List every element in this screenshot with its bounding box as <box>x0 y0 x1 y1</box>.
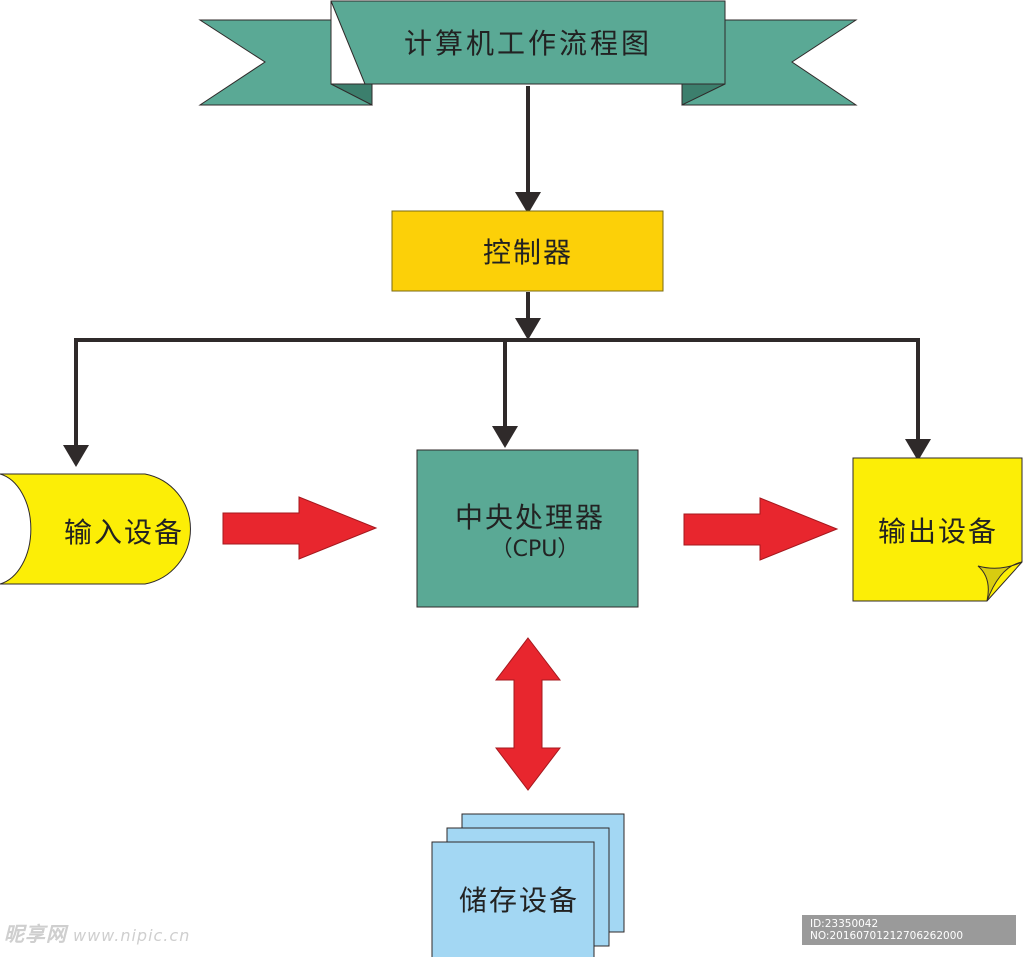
cpu-box <box>416 449 639 608</box>
storage-label: 储存设备 <box>459 884 579 917</box>
watermark-left: 昵享网 www.nipic.cn <box>4 918 190 947</box>
storage-node: 储存设备 <box>431 813 625 957</box>
output-page-curl <box>977 561 1023 602</box>
input-label: 输入设备 <box>64 516 184 549</box>
storage-page-front <box>431 841 595 957</box>
arrowhead-controller <box>515 192 541 214</box>
cpu-sublabel: （CPU） <box>491 537 580 562</box>
ribbon-curl <box>330 0 366 85</box>
branch-bus-line <box>74 338 920 447</box>
output-shape <box>852 457 1023 602</box>
watermark-site: www.nipic.cn <box>73 926 191 945</box>
input-node: 输入设备 <box>0 473 191 585</box>
cpu-label: 中央处理器 <box>455 501 605 534</box>
ribbon-center <box>330 0 726 85</box>
arrowhead-input <box>63 445 89 467</box>
cpu-node: 中央处理器 （CPU） <box>416 449 639 608</box>
arrowhead-output <box>905 439 931 461</box>
input-to-cpu-arrow <box>222 496 378 560</box>
title-ribbon: 计算机工作流程图 <box>198 0 858 106</box>
cpu-to-output-arrow <box>683 497 839 561</box>
connector-arrowheads <box>63 192 931 467</box>
arrowhead-branch <box>515 318 541 340</box>
input-shape <box>0 473 191 585</box>
cpu-storage-double-arrow <box>494 637 562 791</box>
diagram-title: 计算机工作流程图 <box>404 27 652 60</box>
output-label: 输出设备 <box>878 515 998 548</box>
arrowhead-cpu <box>492 426 518 448</box>
controller-label: 控制器 <box>483 236 573 269</box>
controller-node: 控制器 <box>391 210 664 292</box>
watermark-id-bar: ID:23350042 NO:20160701212706262000 <box>802 915 1016 945</box>
connectors <box>74 86 920 447</box>
watermark-logo: 昵享网 <box>4 922 67 946</box>
controller-box <box>391 210 664 292</box>
output-node: 输出设备 <box>852 457 1023 602</box>
